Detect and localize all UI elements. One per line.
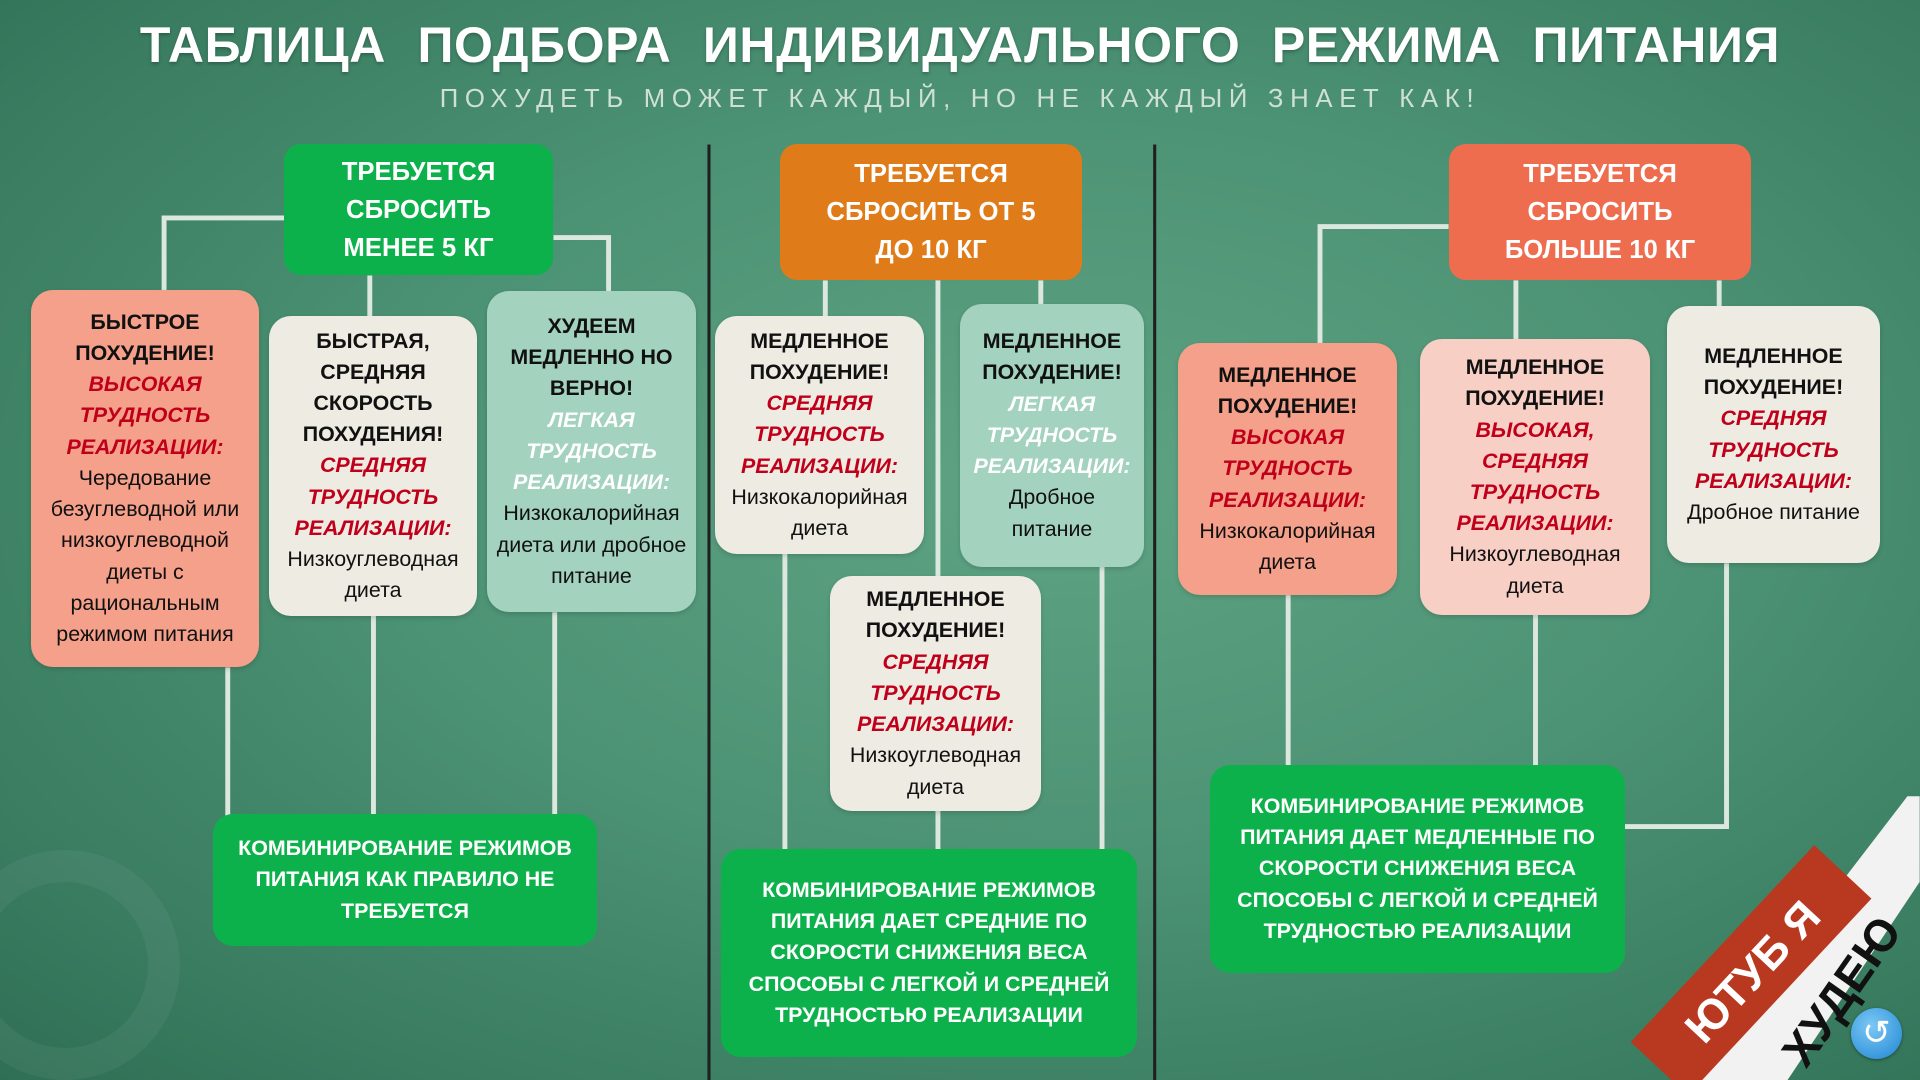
option-description: Дробное питание (1687, 499, 1860, 524)
header-less-than-5kg: ТРЕБУЕТСЯ СБРОСИТЬ МЕНЕЕ 5 КГ (284, 144, 553, 275)
page-subtitle: ПОХУДЕТЬ МОЖЕТ КАЖДЫЙ, НО НЕ КАЖДЫЙ ЗНАЕ… (439, 85, 1481, 113)
option-heading: БЫСТРАЯ, СРЕДНЯЯ СКОРОСТЬ ПОХУДЕНИЯ! (302, 328, 444, 447)
option-difficulty: ВЫСОКАЯ ТРУДНОСТЬ РЕАЛИЗАЦИИ: (1208, 425, 1366, 512)
channel-logo: ЮТУБ Я ХУДЕЮ (1630, 796, 1920, 1080)
option-heading: МЕДЛЕННОЕ ПОХУДЕНИЕ! (865, 587, 1006, 643)
option-card: МЕДЛЕННОЕ ПОХУДЕНИЕ! СРЕДНЯЯ ТРУДНОСТЬ Р… (715, 316, 924, 554)
option-heading: БЫСТРОЕ ПОХУДЕНИЕ! (75, 309, 215, 366)
option-difficulty: СРЕДНЯЯ ТРУДНОСТЬ РЕАЛИЗАЦИИ: (294, 453, 452, 540)
option-description: Низкокалорийная диета или дробное питани… (496, 501, 687, 588)
option-card: МЕДЛЕННОЕ ПОХУДЕНИЕ! СРЕДНЯЯ ТРУДНОСТЬ Р… (1667, 306, 1880, 563)
option-card: ХУДЕЕМ МЕДЛЕННО НО ВЕРНО! ЛЕГКАЯ ТРУДНОС… (487, 291, 696, 612)
option-heading: ХУДЕЕМ МЕДЛЕННО НО ВЕРНО! (510, 314, 673, 401)
page-title: ТАБЛИЦА ПОДБОРА ИНДИВИДУАЛЬНОГО РЕЖИМА П… (139, 17, 1781, 73)
option-heading: МЕДЛЕННОЕ ПОХУДЕНИЕ! (1465, 355, 1605, 411)
option-card: МЕДЛЕННОЕ ПОХУДЕНИЕ! СРЕДНЯЯ ТРУДНОСТЬ Р… (830, 576, 1041, 811)
option-description: Низкокалорийная диета (1199, 518, 1376, 574)
refresh-icon[interactable]: ↺ (1851, 1008, 1902, 1059)
option-heading: МЕДЛЕННОЕ ПОХУДЕНИЕ! (1703, 343, 1844, 400)
option-difficulty: СРЕДНЯЯ ТРУДНОСТЬ РЕАЛИЗАЦИИ: (1694, 406, 1852, 493)
connector (1317, 224, 1449, 346)
option-heading: МЕДЛЕННОЕ ПОХУДЕНИЕ! (749, 328, 890, 384)
connector (161, 215, 285, 294)
option-difficulty: ЛЕГКАЯ ТРУДНОСТЬ РЕАЛИЗАЦИИ: (973, 391, 1131, 479)
option-difficulty: СРЕДНЯЯ ТРУДНОСТЬ РЕАЛИЗАЦИИ: (740, 391, 898, 478)
option-description: Низкоуглеводная диета (1449, 542, 1621, 598)
option-description: Низкоуглеводная диета (287, 547, 459, 603)
option-card: БЫСТРАЯ, СРЕДНЯЯ СКОРОСТЬ ПОХУДЕНИЯ! СРЕ… (269, 316, 477, 616)
option-heading: МЕДЛЕННОЕ ПОХУДЕНИЕ! (1217, 362, 1358, 418)
option-difficulty: ЛЕГКАЯ ТРУДНОСТЬ РЕАЛИЗАЦИИ: (512, 407, 670, 495)
summary-box: КОМБИНИРОВАНИЕ РЕЖИМОВ ПИТАНИЯ ДАЕТ МЕДЛ… (1210, 765, 1625, 973)
option-card: МЕДЛЕННОЕ ПОХУДЕНИЕ! ЛЕГКАЯ ТРУДНОСТЬ РЕ… (960, 304, 1144, 567)
option-description: Дробное питание (1008, 485, 1096, 541)
connector (553, 235, 612, 294)
summary-box: КОМБИНИРОВАНИЕ РЕЖИМОВ ПИТАНИЯ КАК ПРАВИ… (213, 814, 597, 946)
option-difficulty: ВЫСОКАЯ, СРЕДНЯЯ ТРУДНОСТЬ РЕАЛИЗАЦИИ: (1456, 417, 1614, 536)
option-card: МЕДЛЕННОЕ ПОХУДЕНИЕ! ВЫСОКАЯ, СРЕДНЯЯ ТР… (1420, 339, 1650, 615)
connector (1624, 563, 1729, 829)
header-5-to-10kg: ТРЕБУЕТСЯ СБРОСИТЬ ОТ 5 ДО 10 КГ (780, 144, 1082, 280)
option-difficulty: СРЕДНЯЯ ТРУДНОСТЬ РЕАЛИЗАЦИИ: (856, 649, 1014, 737)
summary-box: КОМБИНИРОВАНИЕ РЕЖИМОВ ПИТАНИЯ ДАЕТ СРЕД… (721, 849, 1137, 1057)
option-description: Чередование безуглеводной или низкоуглев… (50, 465, 240, 646)
option-difficulty: ВЫСОКАЯ ТРУДНОСТЬ РЕАЛИЗАЦИИ: (66, 372, 224, 459)
option-heading: МЕДЛЕННОЕ ПОХУДЕНИЕ! (982, 329, 1122, 385)
option-description: Низкокалорийная диета (731, 484, 908, 540)
option-description: Низкоуглеводная диета (849, 743, 1022, 799)
header-more-than-10kg: ТРЕБУЕТСЯ СБРОСИТЬ БОЛЬШЕ 10 КГ (1449, 144, 1751, 280)
option-card: БЫСТРОЕ ПОХУДЕНИЕ! ВЫСОКАЯ ТРУДНОСТЬ РЕА… (31, 290, 259, 667)
option-card: МЕДЛЕННОЕ ПОХУДЕНИЕ! ВЫСОКАЯ ТРУДНОСТЬ Р… (1178, 343, 1397, 595)
